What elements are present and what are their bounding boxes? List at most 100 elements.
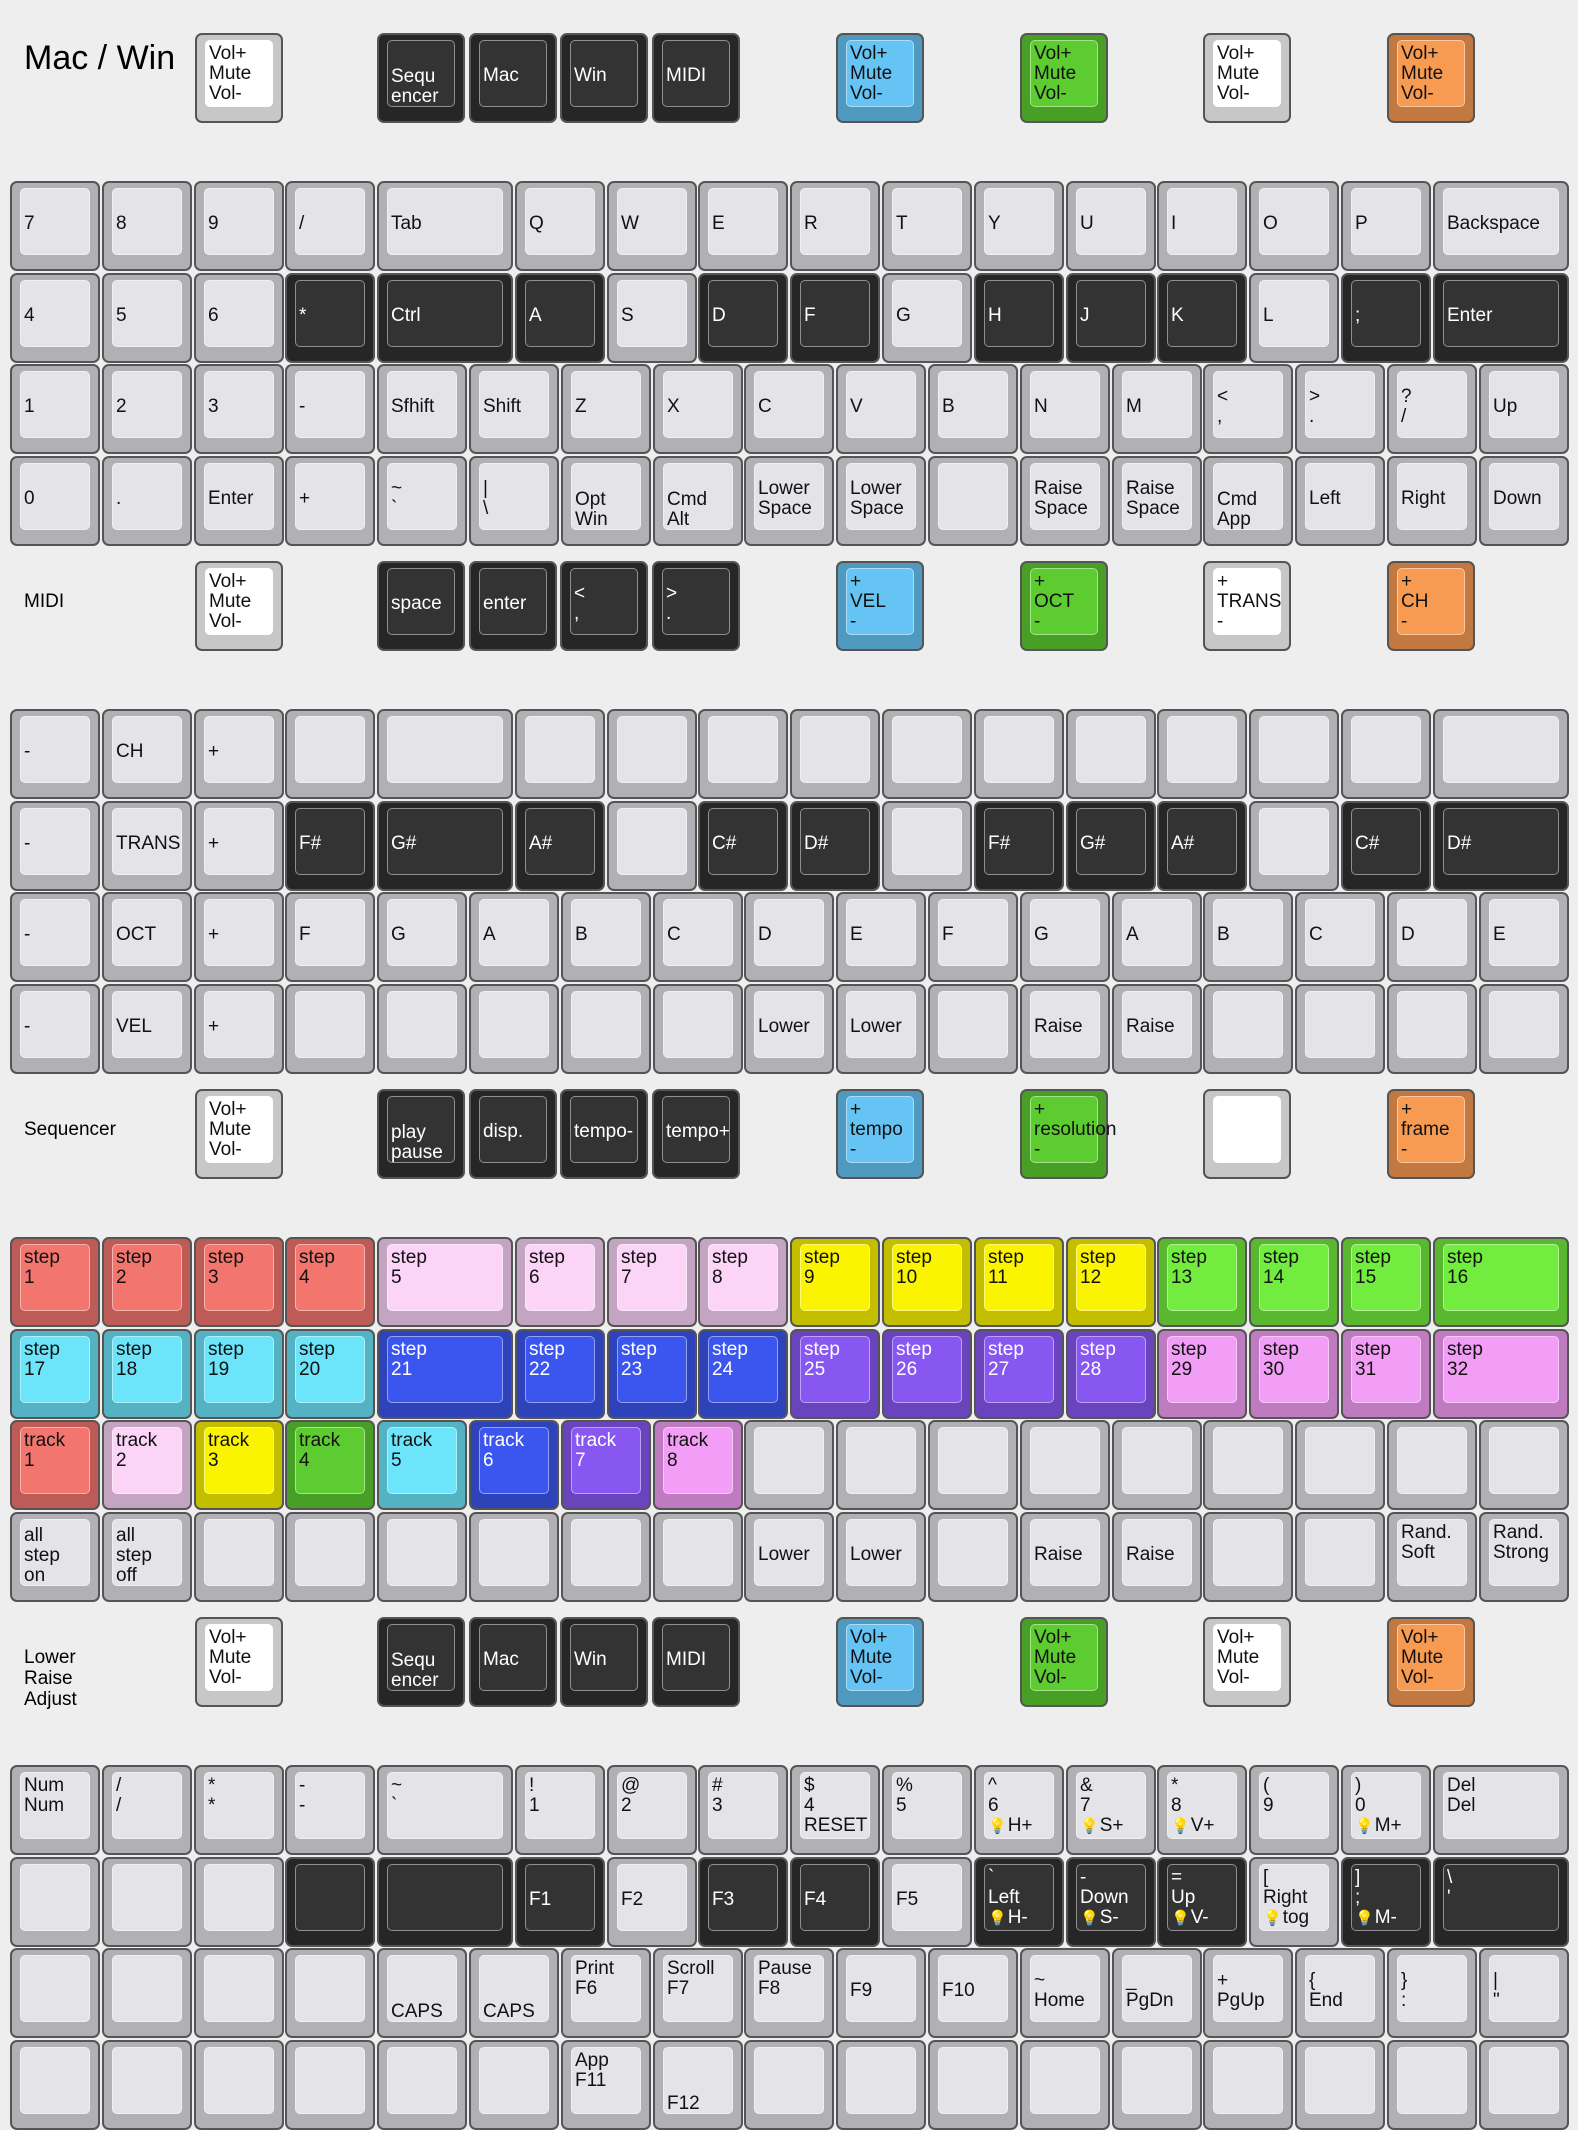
- key[interactable]: [1203, 1420, 1293, 1510]
- key[interactable]: [744, 2040, 834, 2130]
- key[interactable]: [1249, 801, 1339, 891]
- key[interactable]: V: [836, 364, 926, 454]
- key[interactable]: E: [698, 181, 788, 271]
- encoder-key[interactable]: tempo-: [560, 1089, 648, 1179]
- key[interactable]: 0: [10, 456, 100, 546]
- key[interactable]: M: [1112, 364, 1202, 454]
- encoder-key[interactable]: tempo+: [652, 1089, 740, 1179]
- key[interactable]: [194, 2040, 284, 2130]
- key[interactable]: Backspace: [1433, 181, 1569, 271]
- key[interactable]: C#: [1341, 801, 1431, 891]
- key[interactable]: +: [194, 984, 284, 1074]
- key[interactable]: G: [882, 273, 972, 363]
- key[interactable]: [882, 801, 972, 891]
- key[interactable]: H: [974, 273, 1064, 363]
- key[interactable]: F12: [653, 2040, 743, 2130]
- key[interactable]: D: [698, 273, 788, 363]
- key[interactable]: [928, 984, 1018, 1074]
- key[interactable]: <,: [1203, 364, 1293, 454]
- key[interactable]: [515, 709, 605, 799]
- key[interactable]: Rand.Strong: [1479, 1512, 1569, 1602]
- key[interactable]: N: [1020, 364, 1110, 454]
- key[interactable]: 7: [10, 181, 100, 271]
- key[interactable]: F: [790, 273, 880, 363]
- key[interactable]: %5: [882, 1765, 972, 1855]
- key[interactable]: J: [1066, 273, 1156, 363]
- key[interactable]: [607, 709, 697, 799]
- key[interactable]: F1: [515, 1857, 605, 1947]
- key[interactable]: \': [1433, 1857, 1569, 1947]
- encoder-key[interactable]: +TRANS-: [1203, 561, 1291, 651]
- key[interactable]: F: [285, 892, 375, 982]
- encoder-key[interactable]: [1203, 1089, 1291, 1179]
- key[interactable]: [285, 1857, 375, 1947]
- key[interactable]: +: [285, 456, 375, 546]
- key[interactable]: ~`: [377, 1765, 513, 1855]
- encoder-key[interactable]: +CH-: [1387, 561, 1475, 651]
- key[interactable]: D#: [1433, 801, 1569, 891]
- key[interactable]: S: [607, 273, 697, 363]
- key[interactable]: -: [10, 709, 100, 799]
- key[interactable]: [1203, 2040, 1293, 2130]
- key[interactable]: F5: [882, 1857, 972, 1947]
- key[interactable]: F: [928, 892, 1018, 982]
- key[interactable]: /: [285, 181, 375, 271]
- key[interactable]: [653, 984, 743, 1074]
- key[interactable]: [1157, 709, 1247, 799]
- key[interactable]: Q: [515, 181, 605, 271]
- key[interactable]: +PgUp: [1203, 1948, 1293, 2038]
- key[interactable]: Rand.Soft: [1387, 1512, 1477, 1602]
- key[interactable]: G#: [377, 801, 513, 891]
- key[interactable]: Enter: [1433, 273, 1569, 363]
- key[interactable]: D: [744, 892, 834, 982]
- key[interactable]: +: [194, 709, 284, 799]
- key[interactable]: -Down💡S-: [1066, 1857, 1156, 1947]
- key[interactable]: Right: [1387, 456, 1477, 546]
- key[interactable]: )0💡M+: [1341, 1765, 1431, 1855]
- key[interactable]: X: [653, 364, 743, 454]
- key[interactable]: A#: [1157, 801, 1247, 891]
- key[interactable]: [285, 709, 375, 799]
- key[interactable]: -: [10, 984, 100, 1074]
- key[interactable]: ~`: [377, 456, 467, 546]
- key[interactable]: [285, 2040, 375, 2130]
- key[interactable]: @2: [607, 1765, 697, 1855]
- key[interactable]: D#: [790, 801, 880, 891]
- key[interactable]: ~Home: [1020, 1948, 1110, 2038]
- key[interactable]: ^6💡H+: [974, 1765, 1064, 1855]
- key[interactable]: *8💡V+: [1157, 1765, 1247, 1855]
- key[interactable]: OCT: [102, 892, 192, 982]
- key[interactable]: [1387, 1420, 1477, 1510]
- key[interactable]: [1295, 984, 1385, 1074]
- key[interactable]: B: [561, 892, 651, 982]
- encoder-key[interactable]: +resolution-: [1020, 1089, 1116, 1179]
- key[interactable]: [1433, 709, 1569, 799]
- key[interactable]: [377, 709, 513, 799]
- key[interactable]: |": [1479, 1948, 1569, 2038]
- encoder-key[interactable]: Mac: [469, 33, 557, 123]
- key[interactable]: [1479, 2040, 1569, 2130]
- key[interactable]: Y: [974, 181, 1064, 271]
- key[interactable]: F10: [928, 1948, 1018, 2038]
